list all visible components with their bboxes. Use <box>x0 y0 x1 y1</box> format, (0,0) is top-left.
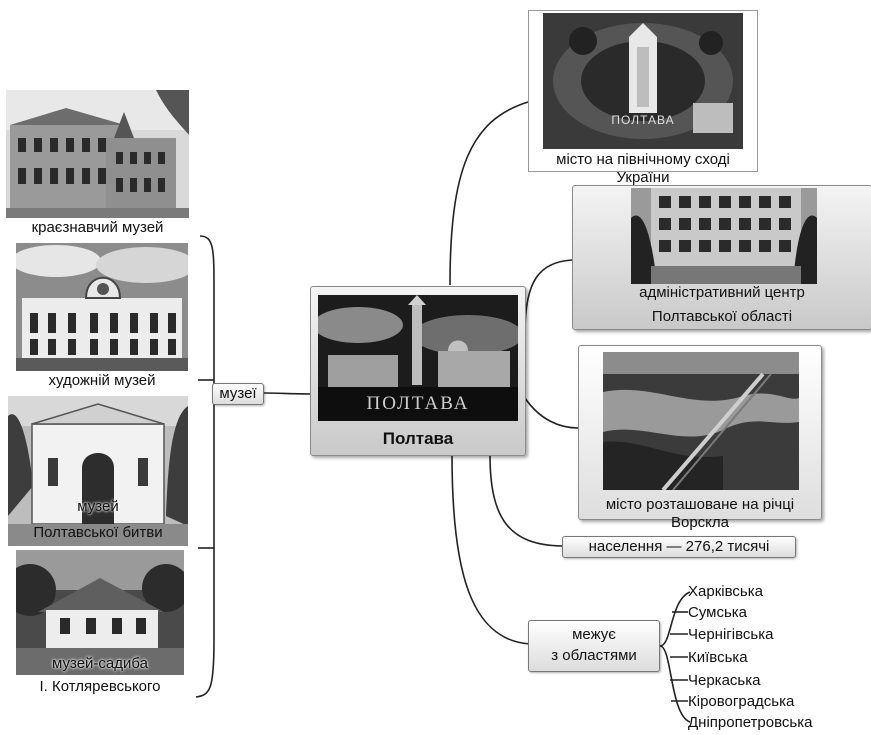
museum-card-art[interactable]: художній музей <box>16 243 188 391</box>
population-node[interactable]: населення — 276,2 тисячі <box>562 536 796 558</box>
museum-photo-local-history <box>6 90 189 218</box>
region-item-kirovohrad: Кіровоградська <box>688 693 795 710</box>
region-item-chernihiv: Чернігівська <box>688 626 774 643</box>
fact-card-river[interactable]: місто розташоване на річці Ворскла <box>578 345 822 531</box>
region-item-kharkiv: Харківська <box>688 583 763 600</box>
river-label: місто розташоване на річці Ворскла <box>605 496 795 531</box>
museum-photo-poltava-battle <box>8 396 188 546</box>
admin-label-line2: Полтавської області <box>651 308 793 325</box>
museum-label-art: художній музей <box>48 372 156 389</box>
connector-borders <box>451 454 531 645</box>
connector-population <box>489 454 563 547</box>
museum-card-kotliarevsky[interactable]: музей-садиба І. Котляревського <box>10 550 190 700</box>
borders-bracket-low <box>659 645 691 723</box>
borders-label-line2: з областями <box>551 647 637 664</box>
region-item-cherkasy: Черкаська <box>688 672 761 689</box>
center-photo-caption: ПОЛТАВА <box>366 393 470 414</box>
museum-photo-kotliarevsky <box>16 550 184 675</box>
connector-location <box>449 101 529 286</box>
museum-card-poltava-battle[interactable]: музей Полтавської битви <box>8 396 188 546</box>
museum-label-poltava-battle-line2: Полтавської битви <box>33 524 163 541</box>
borders-label-line1: межує <box>572 626 616 643</box>
museum-label-poltava-battle-line1: музей <box>77 498 119 515</box>
center-node[interactable]: ПОЛТАВА Полтава <box>310 286 526 456</box>
region-item-sumy: Сумська <box>688 604 748 621</box>
borders-node[interactable]: межує з областями <box>528 620 660 672</box>
borders-bracket <box>659 591 691 647</box>
museums-hub-node[interactable]: музеї <box>212 383 264 405</box>
connector-museums <box>263 392 313 395</box>
location-photo-caption: ПОЛТАВА <box>611 113 675 127</box>
fact-card-admin[interactable]: адміністративний центр Полтавської облас… <box>572 185 871 330</box>
museum-label-local-history: краєзнавчий музей <box>31 219 164 236</box>
admin-photo <box>631 188 817 284</box>
river-photo <box>603 352 799 490</box>
location-photo <box>543 13 743 149</box>
museum-card-local-history[interactable]: краєзнавчий музей <box>6 90 189 240</box>
museum-photo-art <box>16 243 188 371</box>
museum-label-kotliarevsky-line2: І. Котляревського <box>39 678 161 695</box>
admin-label-line1: адміністративний центр <box>639 284 805 301</box>
connector-river <box>524 397 579 429</box>
museum-label-kotliarevsky-line1: музей-садиба <box>52 655 148 672</box>
region-item-dnipropetrovsk: Дніпропетровська <box>688 714 813 731</box>
location-label: місто на північному сході України <box>556 151 730 186</box>
center-title: Полтава <box>382 429 454 448</box>
connector-admin <box>524 259 573 333</box>
region-item-kyiv: Київська <box>688 649 748 666</box>
museums-bracket <box>195 235 215 698</box>
fact-card-location[interactable]: ПОЛТАВА місто на північному сході Україн… <box>528 10 758 186</box>
center-photo <box>318 295 518 421</box>
